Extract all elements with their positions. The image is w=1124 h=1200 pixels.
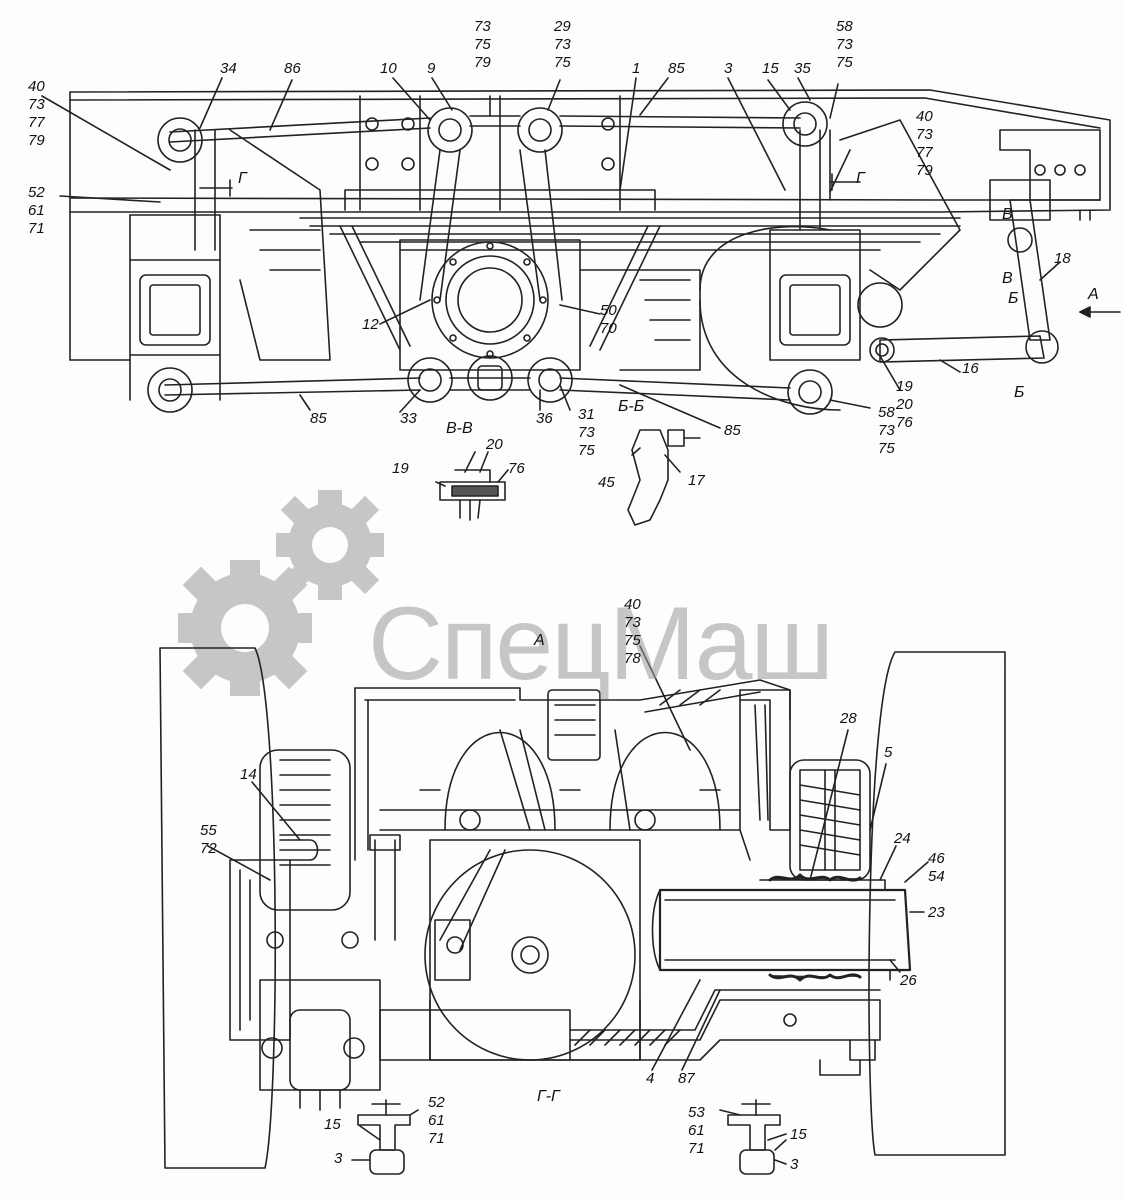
callout-12: 12	[362, 316, 379, 333]
callout-45: 45	[598, 474, 615, 491]
callout-4: 4	[646, 1070, 655, 1087]
callout-10: 10	[380, 60, 397, 77]
ball-joint-bottom-center-left	[407, 357, 453, 403]
callout-19-20-76: 19 20 76	[896, 378, 913, 431]
watermark-text: СпецМаш	[368, 586, 834, 702]
callout-15-right: 15	[790, 1126, 807, 1143]
callout-33: 33	[400, 410, 417, 427]
section-label-bb: Б-Б	[618, 398, 645, 415]
watermark-gear-icon	[178, 490, 384, 696]
ball-joint-top-left	[157, 117, 203, 163]
marker-b-bottom: Б	[1014, 384, 1025, 401]
callout-35: 35	[794, 60, 811, 77]
callout-28: 28	[840, 710, 857, 727]
callout-50-70: 50 70	[600, 302, 617, 337]
section-label-vv: В-В	[446, 420, 473, 437]
callout-1: 1	[632, 60, 641, 77]
marker-v-top: В	[1002, 206, 1013, 223]
marker-b-top: Б	[1008, 290, 1019, 307]
callout-17: 17	[688, 472, 705, 489]
callout-31-73-75: 31 73 75	[578, 406, 595, 459]
callout-85-top: 85	[668, 60, 685, 77]
callout-3-left: 3	[334, 1150, 343, 1167]
ball-joint-bottom-right	[787, 369, 833, 415]
callout-46-54: 46 54	[928, 850, 945, 885]
callout-36: 36	[536, 410, 553, 427]
ball-joint-top-right	[782, 101, 828, 147]
callout-34: 34	[220, 60, 237, 77]
callout-52-61-71-bottom: 52 61 71	[428, 1094, 445, 1147]
callout-87: 87	[678, 1070, 695, 1087]
marker-v-bottom: В	[1002, 270, 1013, 287]
view-label-a: А	[534, 632, 545, 649]
callout-9: 9	[427, 60, 436, 77]
callout-85-mid: 85	[724, 422, 741, 439]
callout-40-73-77-79-left: 40 73 77 79	[28, 78, 45, 149]
callout-23: 23	[928, 904, 945, 921]
callout-40-73-77-79-right: 40 73 77 79	[916, 108, 933, 179]
callout-86: 86	[284, 60, 301, 77]
ball-joint-bottom-left	[147, 367, 193, 413]
ball-joint-top-center-right	[517, 107, 563, 153]
callout-29-73-75: 29 73 75	[554, 18, 571, 71]
callout-58-73-75-top: 58 73 75	[836, 18, 853, 71]
callout-53-61-71: 53 61 71	[688, 1104, 705, 1157]
callout-5: 5	[884, 744, 893, 761]
callout-15-left: 15	[324, 1116, 341, 1133]
watermark-gear-hole-icon	[221, 527, 348, 652]
callout-58-73-75-bottom: 58 73 75	[878, 404, 895, 457]
callout-14: 14	[240, 766, 257, 783]
callout-18: 18	[1054, 250, 1071, 267]
callout-52-61-71-left: 52 61 71	[28, 184, 45, 237]
callout-73-75-79: 73 75 79	[474, 18, 491, 71]
section-label-gg: Г-Г	[537, 1088, 560, 1105]
marker-g-right: Г	[856, 170, 865, 187]
callout-3-right: 3	[790, 1156, 799, 1173]
callout-16: 16	[962, 360, 979, 377]
callout-3-top: 3	[724, 60, 733, 77]
callout-85-left: 85	[310, 410, 327, 427]
callout-24: 24	[894, 830, 911, 847]
ball-joint-bottom-center-right	[527, 357, 573, 403]
callout-55-72: 55 72	[200, 822, 217, 857]
callout-76: 76	[508, 460, 525, 477]
callout-15-top: 15	[762, 60, 779, 77]
ball-joint-top-center-left	[427, 107, 473, 153]
callout-19: 19	[392, 460, 409, 477]
arrow-label-a: А	[1088, 286, 1099, 303]
marker-g-left: Г	[238, 170, 247, 187]
callout-40-73-75-78: 40 73 75 78	[624, 596, 641, 667]
callout-20: 20	[486, 436, 503, 453]
callout-26: 26	[900, 972, 917, 989]
